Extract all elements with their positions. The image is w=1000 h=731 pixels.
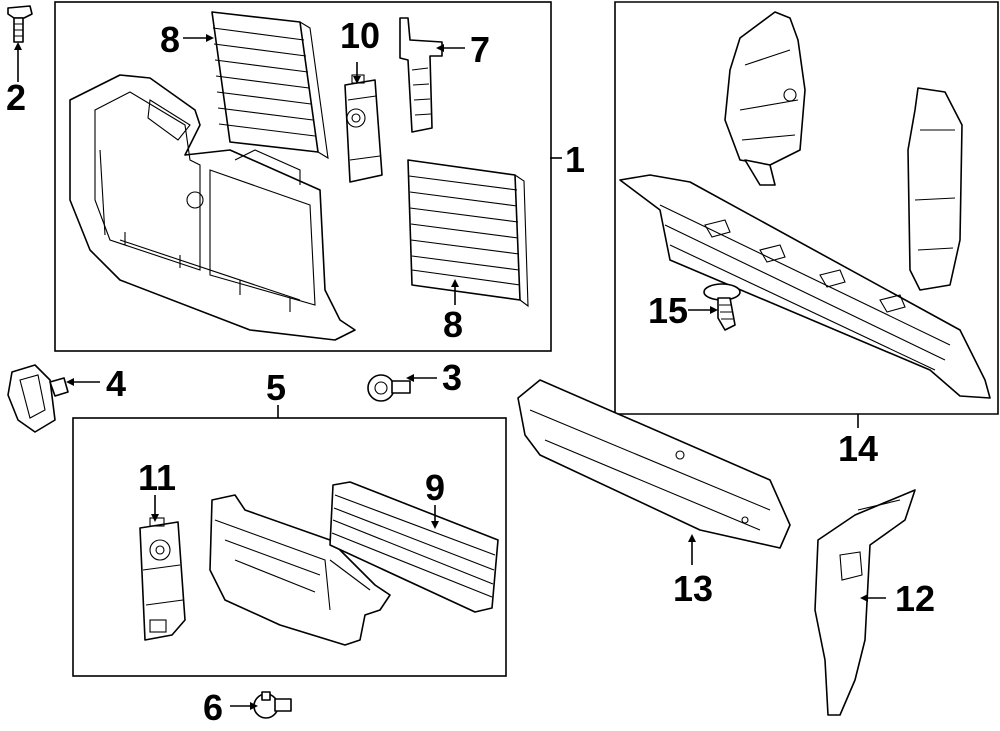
callout-15: 15: [648, 290, 688, 331]
tie-bar-part: [619, 174, 991, 399]
callout-4: 4: [106, 363, 126, 404]
push-pin-part-15: [703, 283, 741, 331]
group-box-1: [54, 1, 552, 352]
shield-part-13: [517, 379, 791, 549]
callout-6: 6: [203, 687, 223, 728]
actuator-lower-part: [139, 517, 186, 641]
deflector-part-12: [814, 489, 916, 716]
bolt-part-3: [367, 374, 411, 402]
actuator-upper-part: [344, 74, 383, 183]
leader-lines: [14, 34, 886, 710]
callout-5: 5: [266, 367, 286, 408]
callout-11: 11: [138, 457, 176, 498]
shutter-housing-part: [209, 494, 391, 646]
group-box-14: [614, 1, 999, 415]
bracket-left-part: [724, 11, 806, 186]
shutter-frame-part: [69, 74, 356, 341]
louver-upper-part: [211, 11, 329, 160]
callout-1: 1: [565, 139, 585, 180]
callout-9: 9: [425, 467, 445, 508]
bolt-part-6: [253, 691, 292, 719]
bracket-part-7: [399, 17, 443, 133]
louver-part-9: [329, 481, 499, 613]
bracket-right-part: [907, 87, 963, 291]
screw-part-2: [7, 5, 33, 43]
callout-8-lower: 8: [443, 304, 463, 345]
callout-12: 12: [895, 578, 935, 619]
louver-lower-part: [407, 159, 529, 308]
callout-2: 2: [6, 77, 26, 118]
callout-8-upper: 8: [160, 19, 180, 60]
callout-7: 7: [470, 29, 490, 70]
callout-3: 3: [442, 357, 462, 398]
group-box-5: [72, 417, 507, 677]
clip-part-4: [7, 364, 69, 433]
callout-10: 10: [340, 15, 380, 56]
callout-14: 14: [838, 428, 878, 469]
callout-13: 13: [673, 568, 713, 609]
